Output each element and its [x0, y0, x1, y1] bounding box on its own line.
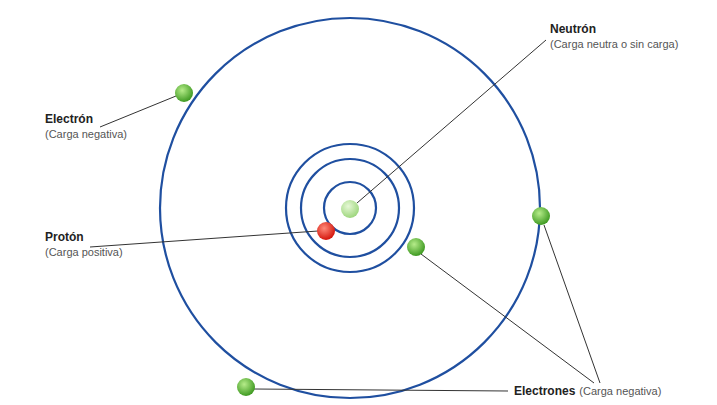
electron [175, 84, 193, 102]
charge-note: (Carga negativa) [579, 385, 661, 398]
orbit [301, 159, 399, 257]
part-name: Electrón [45, 112, 93, 126]
proton [317, 222, 335, 240]
neutron [341, 200, 359, 218]
leader-line [100, 96, 176, 127]
leader-line [90, 231, 318, 247]
leader-line [421, 254, 594, 383]
charge-note: (Carga neutra o sin carga) [550, 38, 678, 51]
part-name: Protón [45, 230, 84, 244]
leader-line [544, 225, 600, 383]
electron [407, 238, 425, 256]
leader-line [357, 40, 546, 203]
electron [237, 378, 255, 396]
part-name: Neutrón [550, 22, 596, 36]
charge-note: (Carga positiva) [45, 246, 123, 259]
electron [532, 207, 550, 225]
orbit [286, 144, 414, 272]
leader-line [254, 389, 508, 391]
outer-orbit [160, 18, 540, 398]
charge-note: (Carga negativa) [45, 128, 127, 141]
part-name: Electrones [514, 384, 575, 398]
